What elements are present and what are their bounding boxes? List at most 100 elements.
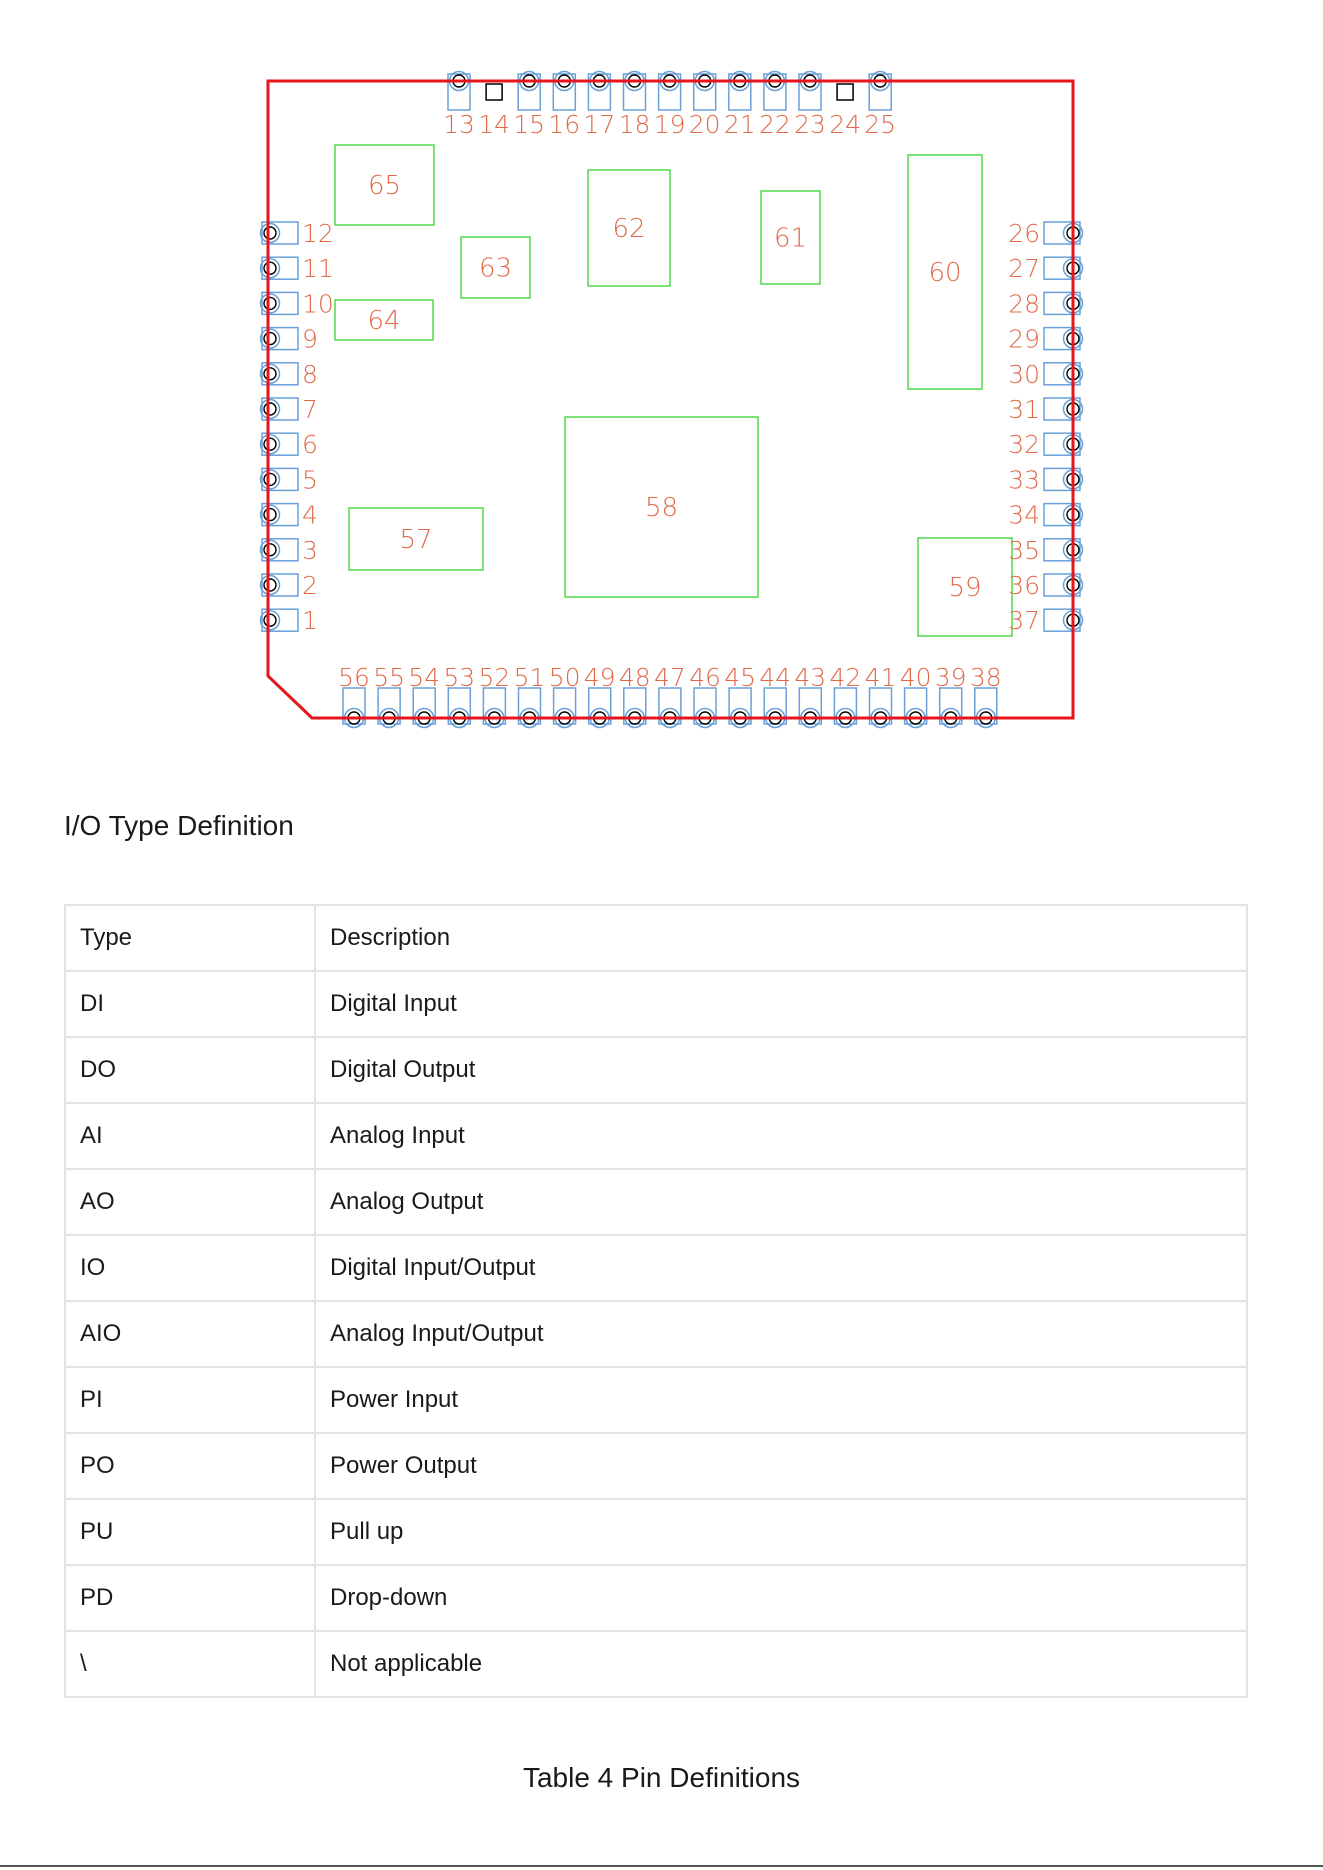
left-pin-4-ring	[259, 504, 281, 525]
left-pin-1-hole	[263, 613, 277, 627]
pin-label-34: 34	[1008, 501, 1040, 530]
type-cell: DI	[64, 970, 316, 1038]
left-pin-10-hole	[263, 296, 277, 311]
description-cell: Analog Output	[314, 1168, 1248, 1236]
pin-label-2: 2	[302, 571, 318, 600]
pin-label-46: 46	[689, 663, 721, 692]
top-pad-23	[798, 73, 822, 111]
type-cell: DO	[64, 1036, 316, 1104]
description-cell: Digital Input/Output	[314, 1234, 1248, 1302]
left-pin-7-ring	[259, 398, 281, 420]
pin-label-35: 35	[1008, 536, 1040, 565]
top-pad-16	[552, 73, 577, 111]
pin-label-48: 48	[619, 663, 651, 692]
description-cell: Not applicable	[314, 1630, 1248, 1698]
left-pad-3	[261, 538, 299, 562]
pin-label-9: 9	[302, 325, 318, 354]
pin-label-53: 53	[443, 663, 475, 692]
left-pad-2	[261, 573, 299, 597]
board-outline	[266, 79, 1075, 720]
top-pad-20	[692, 73, 717, 111]
description-cell: Pull up	[314, 1498, 1248, 1566]
top-pad-17	[587, 73, 612, 111]
pin-label-3: 3	[302, 536, 318, 565]
top-pad-18	[622, 73, 647, 111]
type-cell: \	[64, 1630, 316, 1698]
component-60	[907, 154, 983, 390]
pin-label-7: 7	[302, 395, 318, 424]
pin-label-50: 50	[549, 663, 581, 692]
left-pin-2-ring	[259, 574, 281, 596]
right-pad-35	[1043, 538, 1081, 562]
pin-label-11: 11	[302, 254, 334, 283]
pin-label-1: 1	[302, 606, 318, 635]
left-pin-9-hole	[263, 331, 277, 346]
pin-label-49: 49	[584, 663, 616, 692]
component-64	[334, 299, 434, 341]
description-cell: Power Input	[314, 1366, 1248, 1434]
component-label-59: 59	[948, 573, 981, 603]
type-cell: PU	[64, 1498, 316, 1566]
pin-label-26: 26	[1008, 219, 1040, 248]
footer-divider	[0, 1865, 1323, 1867]
right-pad-33	[1043, 467, 1081, 492]
pin-label-23: 23	[794, 110, 826, 139]
component-label-62: 62	[612, 214, 645, 244]
left-pad-1	[261, 608, 299, 632]
pin-label-44: 44	[759, 663, 791, 692]
top-pad-19	[657, 73, 682, 111]
pin-label-18: 18	[619, 110, 651, 139]
pin-label-39: 39	[935, 663, 967, 692]
type-cell: PO	[64, 1432, 316, 1500]
pin-label-40: 40	[900, 663, 932, 692]
left-pin-3-ring	[259, 539, 281, 561]
component-label-63: 63	[479, 254, 512, 284]
pin-label-24: 24	[829, 110, 861, 139]
top-pad-13	[447, 73, 471, 111]
top-pad-25	[868, 73, 892, 111]
type-cell: AI	[64, 1102, 316, 1170]
left-pad-12	[261, 221, 299, 245]
pin-label-42: 42	[829, 663, 861, 692]
left-pin-11-hole	[263, 261, 277, 275]
left-pad-8	[261, 362, 299, 386]
right-pad-28	[1043, 291, 1081, 316]
component-57	[348, 507, 484, 571]
pin-label-32: 32	[1008, 430, 1040, 459]
left-pad-7	[261, 397, 299, 421]
top-pad-22	[763, 73, 787, 111]
left-pad-4	[261, 502, 299, 527]
pin-label-5: 5	[302, 465, 318, 494]
pin-label-27: 27	[1008, 254, 1040, 283]
header-description: Description	[314, 904, 1248, 972]
left-pin-12-hole	[263, 226, 277, 240]
right-pad-36	[1043, 573, 1081, 597]
description-cell: Digital Input	[314, 970, 1248, 1038]
right-pad-27	[1043, 256, 1081, 280]
left-pin-4-hole	[263, 507, 277, 522]
square-pad-24	[836, 83, 854, 101]
table-caption: Table 4 Pin Definitions	[522, 1762, 801, 1793]
left-pin-8-ring	[259, 363, 281, 385]
right-pad-37	[1043, 608, 1081, 632]
pin-label-30: 30	[1008, 360, 1040, 389]
left-pad-5	[261, 467, 299, 492]
pin-label-16: 16	[548, 110, 580, 139]
right-pad-30	[1043, 362, 1081, 386]
left-pin-1-ring	[259, 609, 281, 631]
component-63	[460, 236, 531, 299]
pin-label-29: 29	[1008, 325, 1040, 354]
left-pin-10-ring	[259, 293, 281, 314]
left-pin-9-ring	[259, 328, 281, 349]
module-pinout-diagram: 1211109876543212627282930313233343536371…	[259, 70, 1084, 729]
component-58	[564, 416, 759, 598]
component-65	[334, 144, 435, 226]
component-label-58: 58	[645, 493, 678, 523]
component-62	[587, 169, 671, 287]
pin-label-41: 41	[865, 663, 897, 692]
